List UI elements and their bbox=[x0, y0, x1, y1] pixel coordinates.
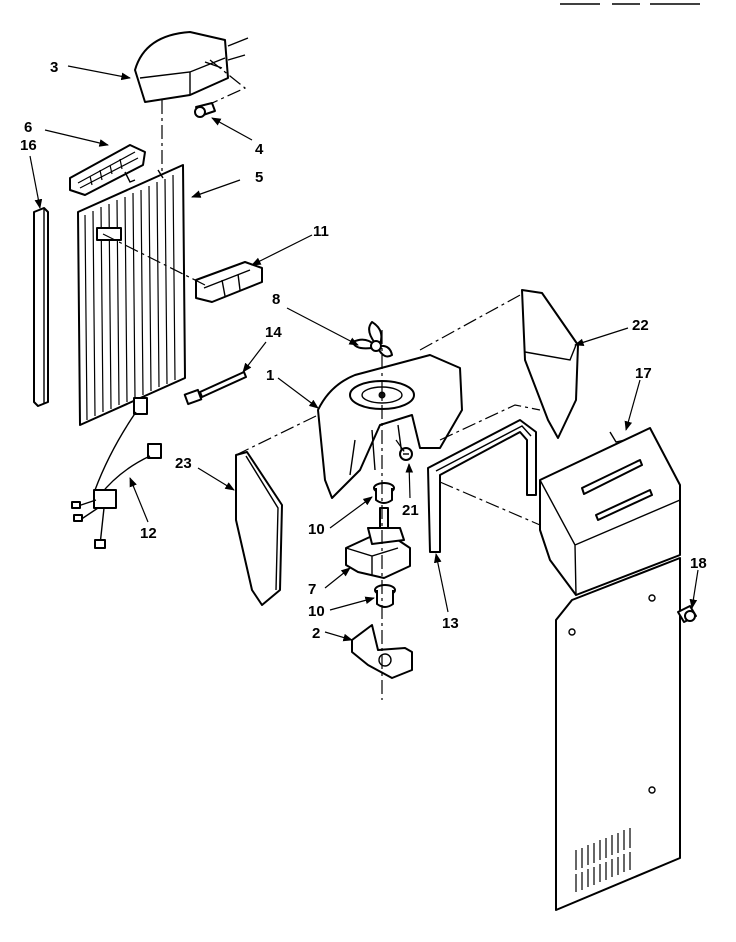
part-14-heater bbox=[183, 371, 247, 406]
callout-1: 1 bbox=[266, 367, 274, 384]
callout-labels: 3 4 6 16 5 11 14 8 22 1 17 23 12 10 21 7… bbox=[20, 59, 707, 642]
callout-22: 22 bbox=[632, 317, 649, 334]
part-8-fan-blade bbox=[352, 321, 393, 358]
part-23-side-panel bbox=[235, 451, 283, 606]
part-3-duct-cover bbox=[134, 31, 249, 103]
part-13-gasket bbox=[427, 419, 537, 553]
callout-18: 18 bbox=[690, 555, 707, 572]
part-7-fan-motor bbox=[345, 507, 411, 579]
callout-10-lower: 10 bbox=[308, 603, 325, 620]
callout-21: 21 bbox=[402, 502, 419, 519]
callout-11: 11 bbox=[313, 223, 329, 240]
part-22-side-panel bbox=[521, 289, 579, 439]
part-10-grommet-lower bbox=[374, 584, 396, 608]
part-11-bracket bbox=[195, 261, 263, 303]
callout-7: 7 bbox=[308, 581, 316, 598]
callout-13: 13 bbox=[442, 615, 459, 632]
callout-14: 14 bbox=[265, 324, 282, 341]
leader-arrows bbox=[29, 65, 699, 642]
callout-16: 16 bbox=[20, 137, 37, 154]
part-21-screw bbox=[399, 447, 413, 461]
part-18-screw bbox=[677, 605, 697, 623]
part-5-evaporator-cover bbox=[77, 164, 186, 426]
alignment-lines bbox=[102, 59, 541, 700]
callout-17: 17 bbox=[635, 365, 652, 382]
callout-3: 3 bbox=[50, 59, 58, 76]
part-17-air-tower-cover bbox=[539, 427, 681, 911]
part-2-motor-bracket bbox=[351, 624, 413, 679]
callout-12: 12 bbox=[140, 525, 157, 542]
part-12-wiring-harness bbox=[71, 397, 162, 549]
callout-5: 5 bbox=[255, 169, 263, 186]
part-10-grommet-upper bbox=[373, 482, 395, 504]
callout-2: 2 bbox=[312, 625, 320, 642]
part-4-screw bbox=[194, 102, 216, 118]
part-6-grille bbox=[69, 144, 146, 196]
callout-8: 8 bbox=[272, 291, 280, 308]
part-16-foam-strip bbox=[33, 207, 49, 407]
callout-4: 4 bbox=[255, 141, 264, 158]
callout-23: 23 bbox=[175, 455, 192, 472]
callout-6: 6 bbox=[24, 119, 32, 136]
callout-10-upper: 10 bbox=[308, 521, 325, 538]
